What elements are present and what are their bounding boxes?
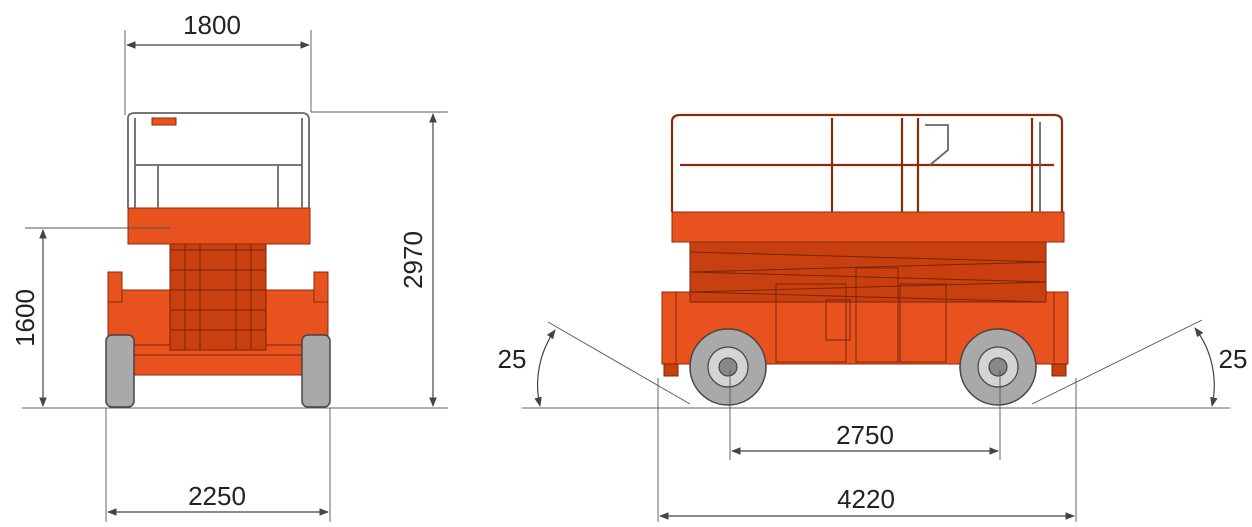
dim-label-wheelbase: 2750 xyxy=(836,420,894,450)
side-component-boxes xyxy=(775,267,947,363)
front-right-post xyxy=(313,271,329,303)
dim-label-platform-height: 1600 xyxy=(10,289,40,347)
dim-label-platform-width: 1800 xyxy=(183,10,241,40)
dim-overall-width: 2250 xyxy=(105,408,331,522)
dim-overall-height: 2970 xyxy=(311,111,448,407)
side-guardrails xyxy=(670,113,1064,212)
approach-angle-right: 25 xyxy=(1031,319,1248,407)
front-right-wheel xyxy=(301,334,331,408)
side-platform-deck xyxy=(671,211,1065,243)
dim-wheelbase: 2750 xyxy=(729,370,1001,460)
front-left-wheel xyxy=(105,334,135,408)
side-scissor-stack xyxy=(689,241,1047,303)
dim-label-overall-length: 4220 xyxy=(837,484,895,514)
side-rear-bumper xyxy=(1053,291,1069,365)
front-control-box xyxy=(151,117,177,126)
angle-label-left: 25 xyxy=(498,344,527,374)
side-front-foot xyxy=(663,363,679,377)
dim-label-overall-height: 2970 xyxy=(398,231,428,289)
angle-label-right: 25 xyxy=(1219,344,1248,374)
front-left-post xyxy=(107,271,123,303)
side-front-wheel xyxy=(689,328,767,406)
dim-overall-length: 4220 xyxy=(657,378,1077,522)
side-rear-wheel xyxy=(959,328,1037,406)
side-rear-foot xyxy=(1051,363,1067,377)
side-view: 25 25 2750 4220 xyxy=(498,113,1248,522)
dim-label-overall-width: 2250 xyxy=(188,481,246,511)
front-view: 1800 2970 1600 2250 xyxy=(10,10,448,522)
dim-platform-height: 1600 xyxy=(10,227,170,407)
approach-angle-left: 25 xyxy=(498,321,691,407)
front-guardrails xyxy=(127,112,310,208)
front-platform-deck xyxy=(127,207,311,245)
side-front-bumper xyxy=(661,291,677,365)
dim-platform-width: 1800 xyxy=(124,10,312,115)
